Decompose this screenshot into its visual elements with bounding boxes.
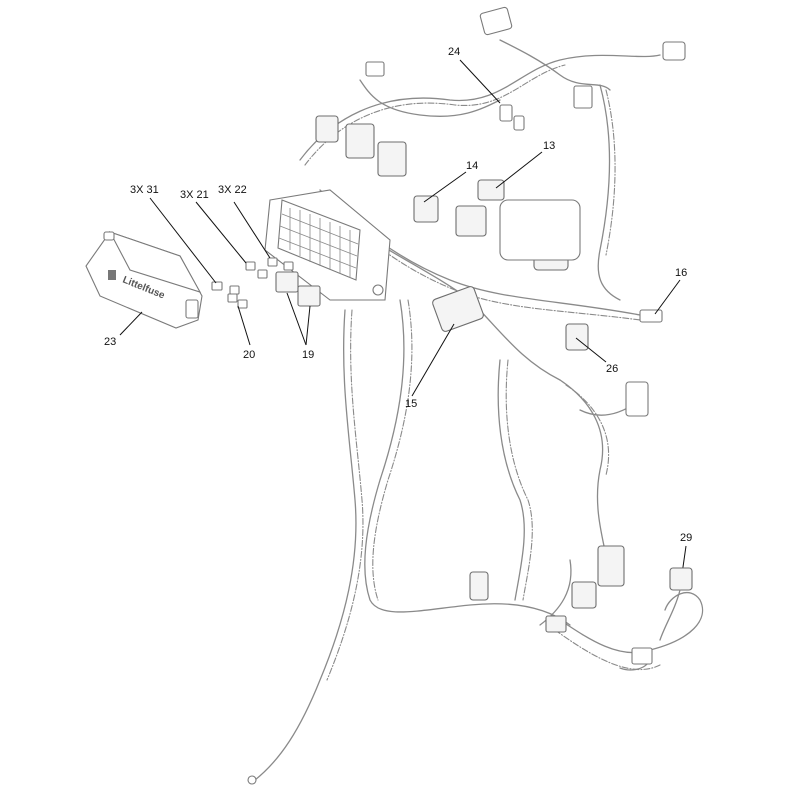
connectors bbox=[247, 6, 686, 785]
callout-3x22: 3X 22 bbox=[218, 184, 247, 196]
callout-14: 14 bbox=[466, 160, 478, 172]
callout-16: 16 bbox=[675, 267, 687, 279]
callout-15: 15 bbox=[405, 398, 417, 410]
callout-29: 29 bbox=[680, 532, 692, 544]
callout-23: 23 bbox=[104, 336, 116, 348]
callout-13: 13 bbox=[543, 140, 555, 152]
callout-3x21: 3X 21 bbox=[180, 189, 209, 201]
callout-24: 24 bbox=[448, 46, 460, 58]
callout-20: 20 bbox=[243, 349, 255, 361]
fuse-box-cover: Littelfuse bbox=[85, 231, 203, 329]
callout-26: 26 bbox=[606, 363, 618, 375]
connector-29 bbox=[659, 567, 693, 641]
callout-labels: 24 13 14 3X 31 3X 21 3X 22 16 23 20 19 2… bbox=[104, 46, 692, 544]
fuses-and-relays bbox=[211, 257, 321, 309]
leader-lines bbox=[119, 59, 687, 575]
callout-19: 19 bbox=[302, 349, 314, 361]
littelfuse-logo-icon bbox=[108, 270, 116, 280]
callout-3x31: 3X 31 bbox=[130, 184, 159, 196]
harness-wires bbox=[254, 39, 704, 781]
